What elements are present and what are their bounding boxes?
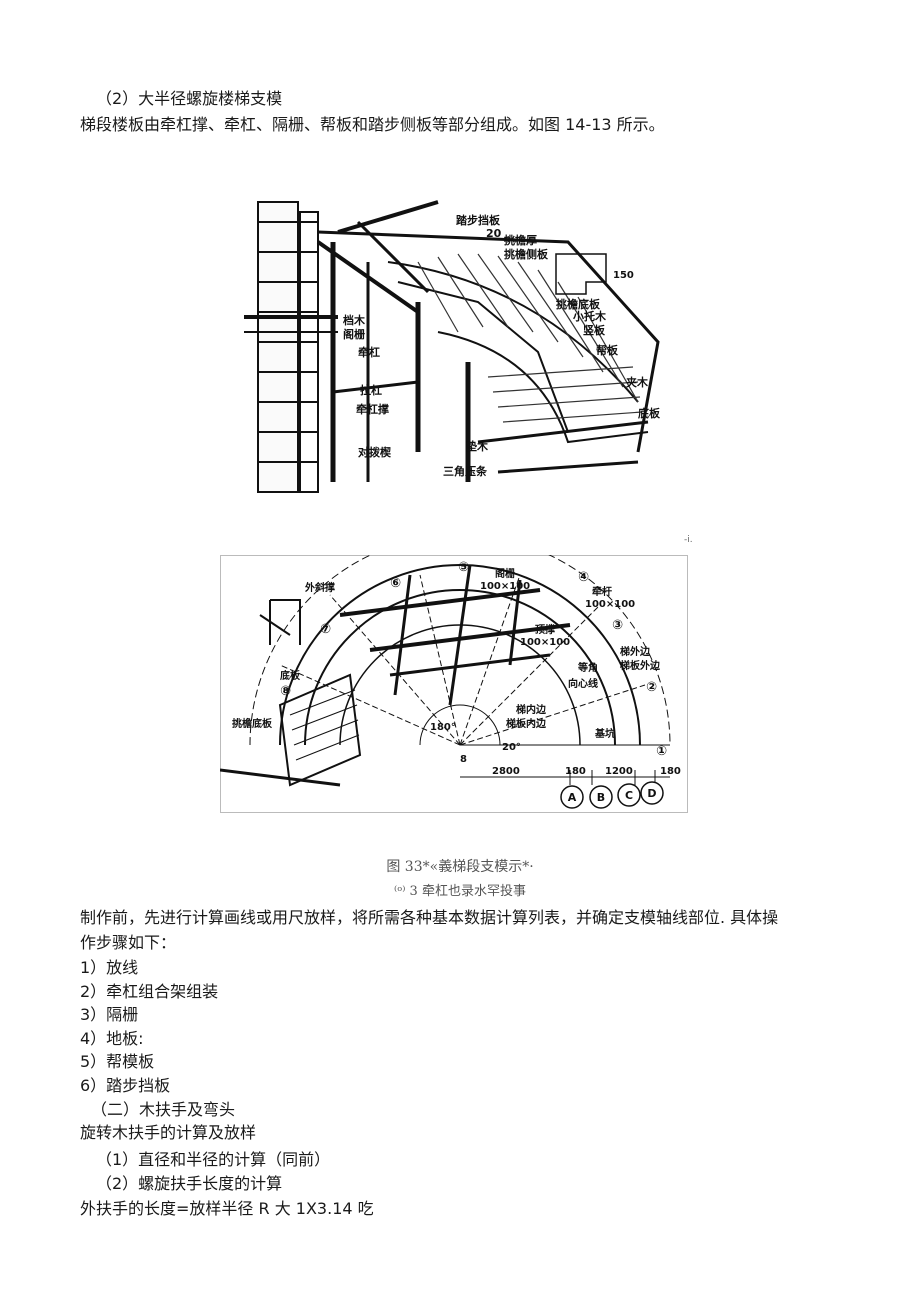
axis-c-label: C — [625, 789, 633, 802]
label-dui-xie: 对拨楔 — [358, 445, 391, 459]
axis-d-label: D — [647, 787, 656, 800]
body-paragraph-line-2: 作步骤如下： — [80, 933, 177, 952]
label-tiaoyan-hou: 挑檐厚 — [504, 233, 537, 247]
label-dim-180b: 180 — [660, 766, 681, 777]
list-item: （1）直径和半径的计算（同前） — [96, 1150, 331, 1169]
label-dim-20: 20 — [486, 227, 502, 240]
axis-a-label: A — [568, 791, 577, 804]
label-ji-keng: 基坑 — [594, 727, 615, 740]
step-item: 4）地板: — [80, 1029, 144, 1048]
circle-8: ⑧ — [280, 684, 291, 699]
label-dim-2800: 2800 — [492, 766, 520, 777]
label-angle-180: 180° — [430, 722, 456, 733]
sub-heading: 旋转木扶手的计算及放样 — [80, 1123, 257, 1142]
circle-7: ⑦ — [320, 622, 331, 637]
label-ti-waibian: 梯外边 — [620, 645, 651, 658]
label-tiaoyan-diban: 挑檐底板 — [232, 717, 273, 730]
label-shu-ban: 竖板 — [583, 323, 606, 337]
circle-3: ③ — [612, 618, 623, 633]
label-dim-100b: 100×100 — [585, 599, 635, 610]
circle-5: ⑤ — [458, 560, 469, 575]
section-heading-wood-handrail: （二）木扶手及弯头 — [91, 1100, 236, 1119]
label-ti-neibian: 梯内边 — [516, 703, 547, 716]
label-deng-jiao: 等角 — [578, 661, 598, 674]
label-ge-shan: 阁栅 — [343, 327, 365, 341]
circle-4: ④ — [578, 570, 589, 585]
list-item: （2）螺旋扶手长度的计算 — [96, 1174, 283, 1193]
body-paragraph-line-1: 制作前，先进行计算画线或用尺放样，将所需各种基本数据计算列表，并确定支模轴线部位… — [80, 908, 779, 927]
label-qiangang-cheng: 牵杠撑 — [356, 402, 389, 416]
figure-caption: 图 33*«義梯段支模示*· — [386, 859, 534, 875]
label-ge-shan: 阁栅 — [495, 567, 515, 580]
label-tabu-dangban: 踏步挡板 — [456, 213, 501, 227]
axis-b-label: B — [597, 791, 605, 804]
label-qian-gang: 牵杠 — [358, 345, 380, 359]
label-angle-20: 20° — [502, 742, 521, 753]
circle-1: ① — [656, 744, 667, 759]
circle-2: ② — [646, 680, 657, 695]
step-item: 2）牵杠组合架组装 — [80, 982, 219, 1001]
figure-subcaption: ⁽ᵒ⁾ 3 牵杠也录水罕投事 — [394, 884, 526, 899]
label-sanjiao-yatiao: 三角压条 — [443, 464, 488, 478]
label-xiangxin-xian: 向心线 — [568, 677, 598, 690]
label-dim-180a: 180 — [565, 766, 586, 777]
label-ding-cheng: 顶撑 — [535, 623, 555, 636]
label-num-8: 8 — [460, 754, 467, 765]
label-tiaoyan-ceban: 挑檐侧板 — [504, 247, 549, 261]
label-la-gang: 拉杠 — [360, 383, 382, 397]
label-qian-gan: 牵杆 — [592, 585, 612, 598]
step-item: 5）帮模板 — [80, 1052, 155, 1071]
step-item: 3）隔栅 — [80, 1005, 139, 1024]
figure-a-spiral-stair-formwork: 踏步挡板 20 挑檐厚 挑檐侧板 150 挑檐底板 小托木 竖板 档木 阁栅 帮… — [244, 200, 661, 493]
circle-6: ⑥ — [390, 576, 401, 591]
label-dian-mu: 垫木 — [466, 439, 489, 453]
label-xiao-tuomu: 小托木 — [572, 309, 607, 323]
section-heading-2: （2）大半径螺旋楼梯支模 — [96, 89, 283, 108]
label-bang-ban: 帮板 — [596, 343, 619, 357]
label-timuban-waibian: 梯板外边 — [620, 659, 661, 672]
formula-text: 外扶手的长度=放样半径 R 大 1X3.14 吃 — [80, 1199, 374, 1218]
stray-mark: -i. — [684, 535, 693, 545]
figure-b-plan-view: A B C D ⑥ ⑤ ④ ③ ② ① ⑦ ⑧ 阁栅 100×100 牵杆 10… — [220, 555, 688, 813]
label-tiaoyan-diban: 挑檐底板 — [556, 297, 601, 311]
label-jia-mu: 夹木 — [626, 375, 649, 389]
label-dang-mu: 档木 — [343, 313, 366, 327]
label-dim-100c: 100×100 — [520, 637, 570, 648]
label-dim-1200: 1200 — [605, 766, 633, 777]
intro-paragraph: 梯段楼板由牵杠撑、牵杠、隔栅、帮板和踏步侧板等部分组成。如图 14-13 所示。 — [80, 115, 665, 134]
step-item: 6）踏步挡板 — [80, 1076, 171, 1095]
label-timuban-neibian: 梯板内边 — [506, 717, 547, 730]
label-di-ban: 底板 — [638, 406, 661, 420]
label-di-ban: 底板 — [280, 669, 301, 682]
step-item: 1）放线 — [80, 958, 139, 977]
label-dim-100a: 100×100 — [480, 581, 530, 592]
label-dim-150: 150 — [613, 270, 634, 281]
label-wai-xiecheng: 外斜撑 — [304, 581, 335, 594]
